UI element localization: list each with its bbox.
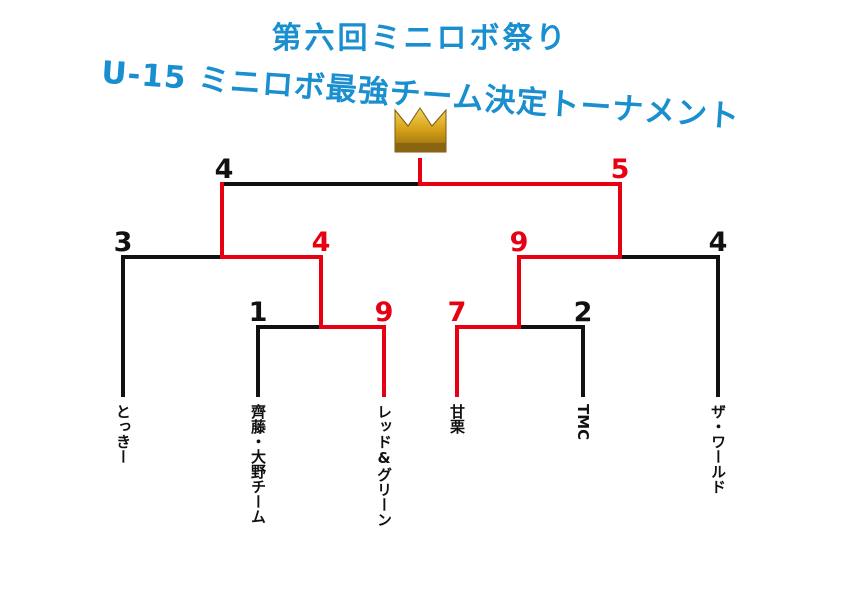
- r1-left-winner-line: [319, 325, 386, 397]
- semi-right-winner-score: 9: [510, 227, 529, 258]
- team-name-2: 齊藤・大野チーム: [249, 403, 267, 524]
- semi-right-winner-line: [517, 255, 622, 329]
- winner-paths: [220, 158, 622, 397]
- semi-right-right-line: [618, 255, 720, 397]
- r1-right-winner-line: [455, 325, 521, 397]
- final-right-score: 5: [611, 154, 630, 185]
- final-right-winner-line: [418, 182, 622, 259]
- r1-right-right-line: [517, 325, 585, 397]
- semi-left-left-line: [121, 255, 224, 397]
- loser-paths: [121, 182, 720, 397]
- r1-right-team4-score: 7: [448, 297, 467, 328]
- semi-right-team6-score: 4: [709, 227, 728, 258]
- r1-left-team3-score: 9: [375, 297, 394, 328]
- team-name-4: 甘栗: [448, 403, 466, 435]
- team-names: とっきー 齊藤・大野チーム レッド&グリーン 甘栗 TMC ザ・ワールド: [114, 403, 727, 527]
- team-name-5: TMC: [574, 404, 592, 440]
- semi-left-winner-line: [220, 255, 323, 329]
- r1-left-left-line: [256, 325, 323, 397]
- scores: 4 5 3 4 9 4 1 9 7 2: [114, 154, 728, 328]
- r1-right-team5-score: 2: [574, 297, 593, 328]
- crown-icon: [394, 107, 447, 153]
- team-name-1: とっきー: [114, 404, 132, 464]
- final-left-score: 4: [215, 154, 234, 185]
- team-name-3: レッド&グリーン: [375, 404, 393, 527]
- r1-left-team2-score: 1: [249, 297, 268, 328]
- title-line-1: 第六回ミニロボ祭り: [272, 21, 569, 56]
- semi-left-team1-score: 3: [114, 227, 133, 258]
- team-name-6: ザ・ワールド: [709, 404, 727, 494]
- semi-left-winner-score: 4: [312, 227, 331, 258]
